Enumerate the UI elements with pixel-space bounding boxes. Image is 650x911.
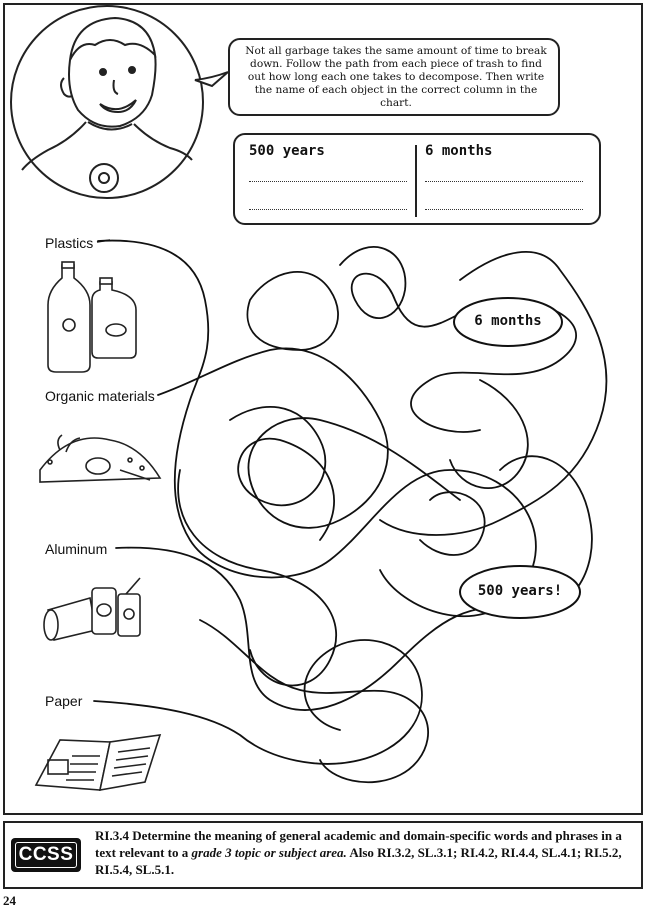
plastic-bottles-icon [47, 261, 137, 373]
five-hundred-years-oval [459, 565, 581, 619]
destination-500-years: 500 years! [477, 583, 563, 599]
instruction-speech-bubble: Not all garbage takes the same amount of… [228, 38, 560, 116]
standards-text: RI.3.4 Determine the meaning of general … [95, 827, 633, 878]
standards-text-italic: grade 3 topic or subject area. [191, 845, 347, 860]
label-paper: Paper [45, 693, 83, 709]
ccss-badge-label: CCSS [15, 842, 77, 868]
answer-line[interactable] [425, 181, 583, 182]
answer-line[interactable] [249, 209, 407, 210]
answer-line[interactable] [425, 209, 583, 210]
label-leader-lines [96, 239, 111, 243]
chart-heading-500-years: 500 years [249, 143, 325, 159]
instructions-text: Not all garbage takes the same amount of… [245, 45, 547, 109]
page-number: 24 [3, 893, 16, 908]
maze-paths [93, 239, 608, 784]
chart-divider [415, 145, 417, 217]
answer-chart: 500 years 6 months [233, 133, 601, 225]
standards-text-lead: RI.3.4 Determine the meaning of general … [95, 828, 622, 860]
standards-footer: CCSS RI.3.4 Determine the meaning of gen… [3, 821, 643, 889]
label-aluminum: Aluminum [45, 541, 108, 557]
child-illustration-icon [10, 5, 229, 199]
ccss-badge: CCSS [11, 838, 81, 872]
aluminum-cans-icon [43, 577, 141, 641]
chart-heading-6-months: 6 months [425, 143, 493, 159]
destination-6-months: 6 months [474, 313, 542, 329]
newspaper-icon [34, 734, 162, 791]
organic-compost-icon [39, 434, 162, 483]
label-plastics: Plastics [45, 235, 94, 251]
page-frame [3, 3, 643, 815]
answer-line[interactable] [249, 181, 407, 182]
six-months-oval [453, 297, 563, 347]
standards-text-tail: Also RI.3.2, SL.3.1; RI.4.2, RI.4.4, SL.… [95, 845, 622, 877]
label-organic-materials: Organic materials [45, 388, 155, 404]
